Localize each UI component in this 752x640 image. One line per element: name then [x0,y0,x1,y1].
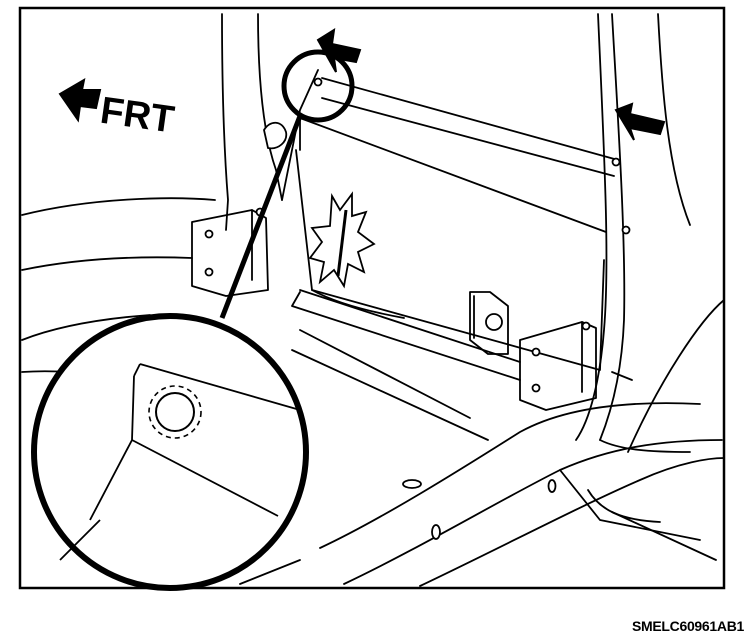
screw-hole [621,225,631,235]
body-contour-line [21,197,216,216]
floor-sill [319,402,701,549]
left-pillar-edge [281,69,319,201]
detail-screw-outline [148,385,202,439]
floor-hole [402,479,422,489]
right-pillar-outer [657,13,691,226]
clip-housing [469,291,509,355]
pillar-bolt [263,121,288,150]
screw-hole [204,267,214,277]
screw-hole [531,347,541,357]
upper-rail [321,77,619,161]
center-trim-panel [295,149,605,371]
body-contour-line [21,314,151,341]
figure-code: SMELC60961AB1 [631,618,744,634]
right-pillar [575,13,608,441]
right-pillar-outer [627,299,725,453]
detail-leader-line [219,115,303,319]
front-arrow-icon [58,78,102,123]
detail-screw-hole [155,392,195,432]
screw-hole [611,157,621,167]
pull-direction-arrow-icon [614,102,666,141]
screw-hole [531,383,541,393]
left-pillar [221,13,283,231]
clip-hole [485,313,503,331]
diagram-frame [18,6,726,590]
front-label: FRT [98,90,177,142]
lower-rail [299,117,607,233]
front-direction-indicator: FRT [58,78,177,142]
upper-rail [321,97,615,177]
screw-hole [204,229,214,239]
screw-hole [313,77,323,87]
right-pillar-inner [599,13,626,441]
floor-hole [431,524,441,540]
body-contour-line [21,256,193,271]
detail-callout-circle [281,49,355,123]
floor-hole [547,479,557,493]
floor-sill [343,439,723,585]
screw-hole [581,321,591,331]
rotate-direction-arrow-icon [316,28,362,73]
magnified-detail [31,313,309,591]
